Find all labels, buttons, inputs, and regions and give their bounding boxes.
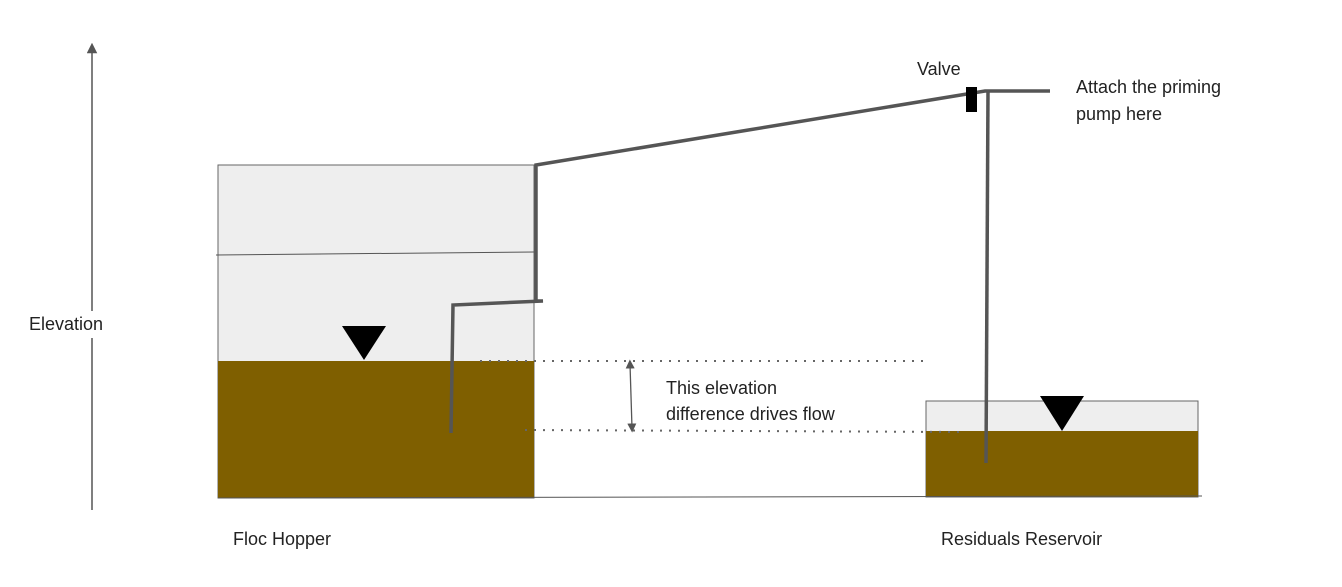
elevation-difference-label-line2: difference drives flow — [666, 404, 835, 424]
valve-label: Valve — [917, 59, 961, 79]
floc-hopper-divider-line — [215, 251, 535, 256]
floc-hopper-tank — [215, 164, 535, 499]
floc-hopper-sludge — [218, 361, 534, 498]
residuals-reservoir-tank — [925, 396, 1199, 498]
residuals-reservoir-sludge — [926, 431, 1198, 497]
siphon-pipe-drop — [984, 90, 990, 464]
reservoir-level-dotted-line — [524, 429, 961, 433]
siphon-pipe — [449, 89, 1050, 434]
ground-line — [217, 495, 1203, 499]
floc-hopper-label: Floc Hopper — [233, 529, 332, 549]
elevation-difference-label-line1: This elevation — [666, 378, 778, 398]
elevation-label: Elevation — [27, 311, 106, 338]
priming-pump-label-line2: pump here — [1076, 104, 1163, 124]
inverted-triangle-icon — [1040, 396, 1084, 431]
double-headed-arrow-icon — [625, 359, 637, 433]
priming-pump-label-line1: Attach the priming — [1076, 77, 1222, 97]
inverted-triangle-icon — [342, 326, 386, 360]
residuals-reservoir-label: Residuals Reservoir — [941, 529, 1103, 549]
valve-icon — [966, 87, 977, 112]
